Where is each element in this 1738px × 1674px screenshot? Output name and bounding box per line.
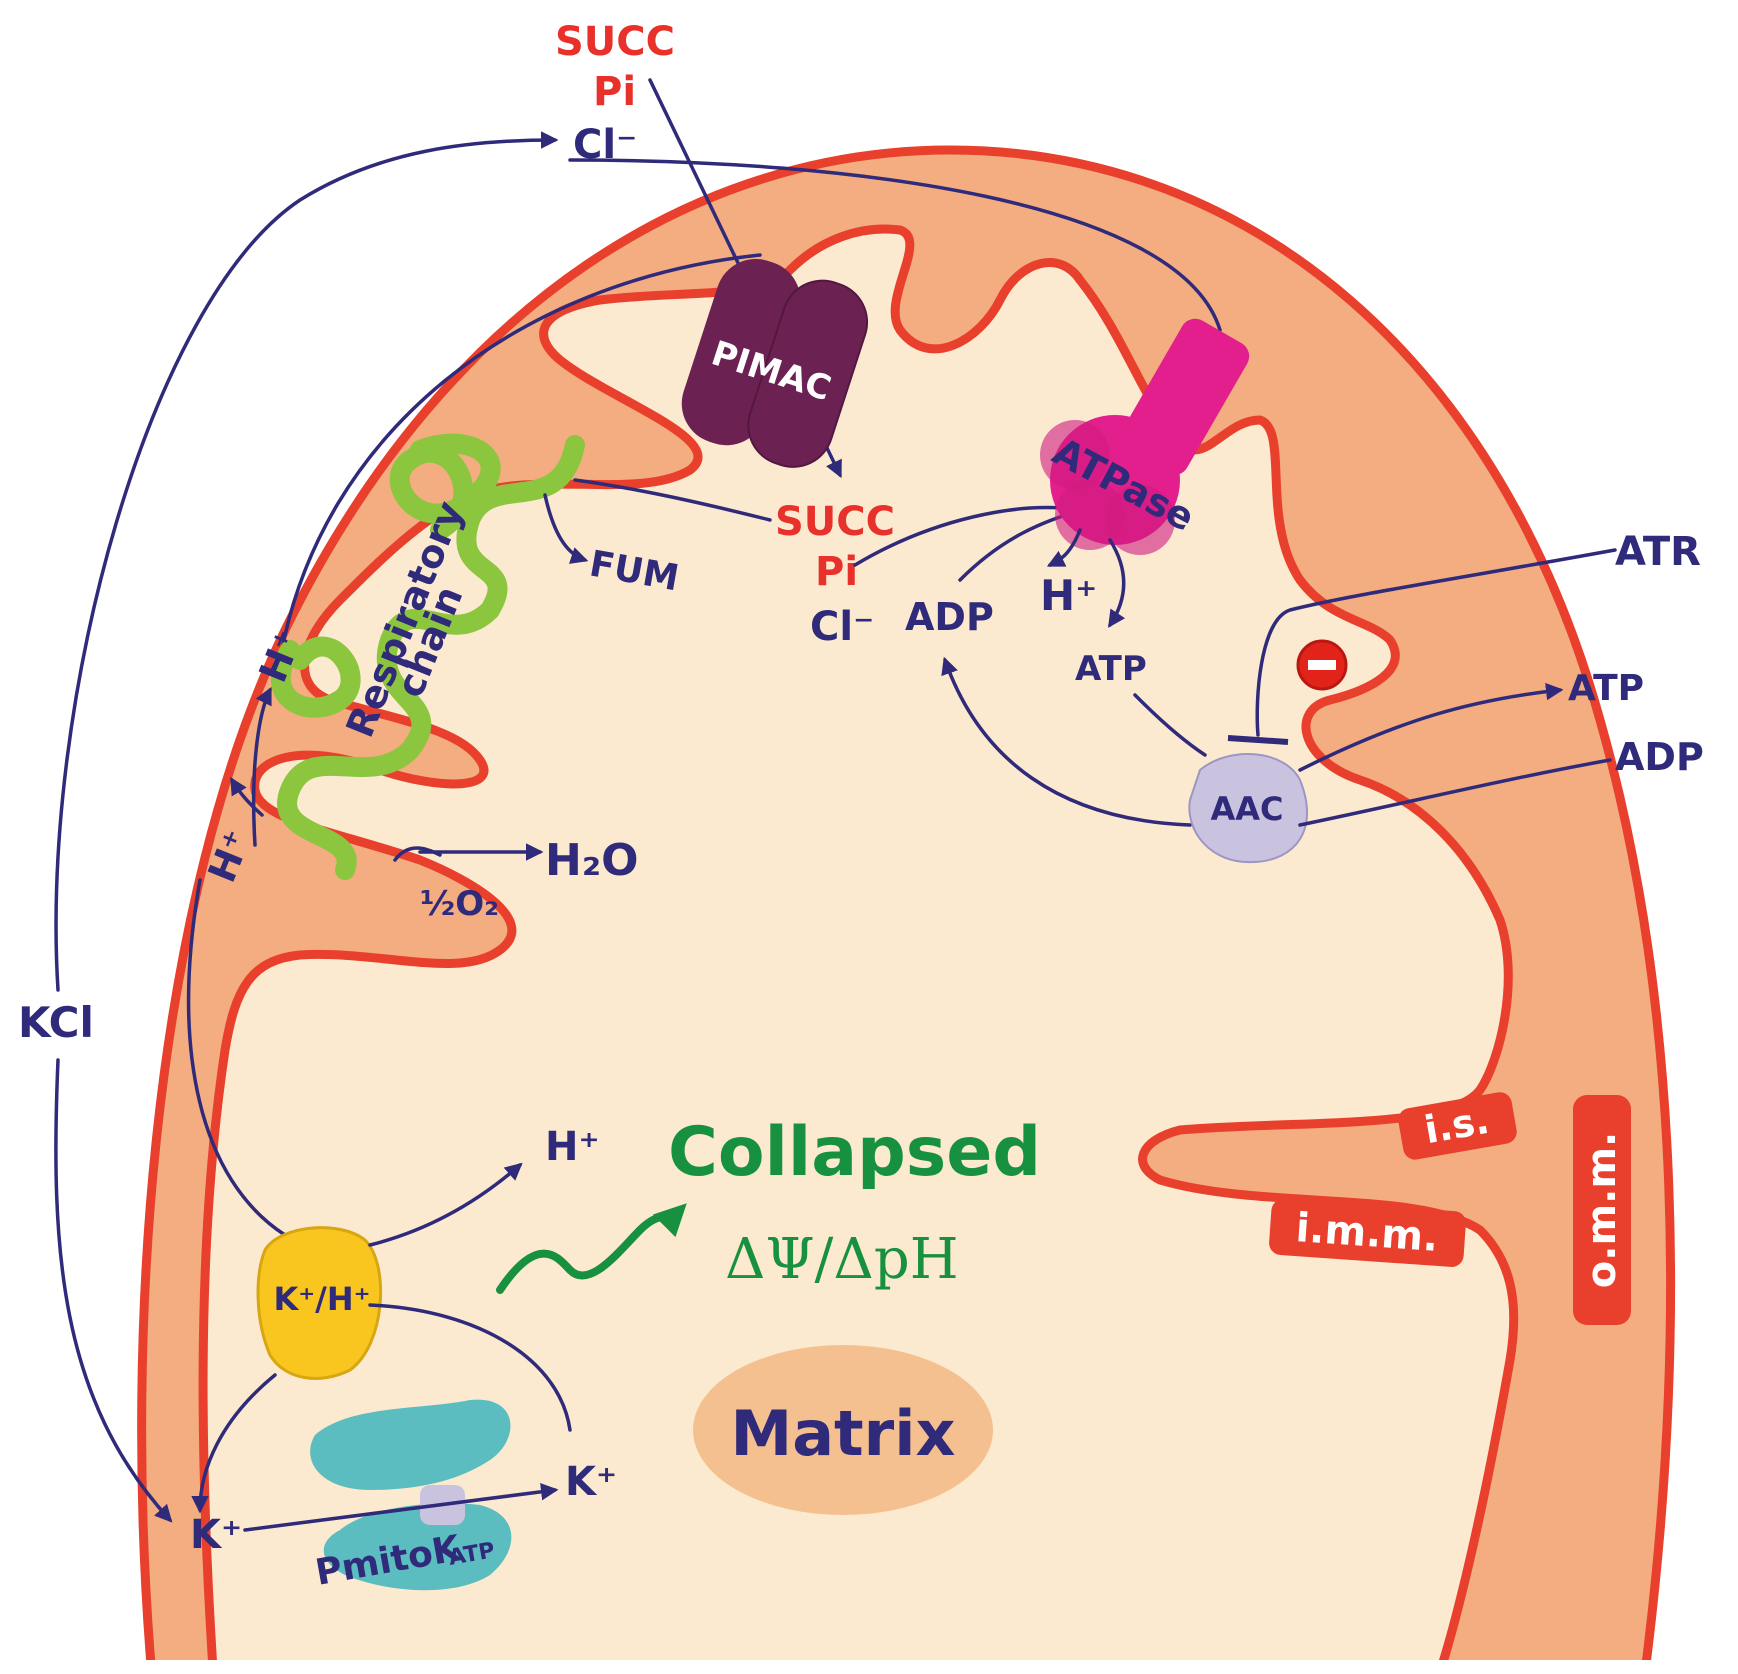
adp-mid-label: ADP [905, 595, 994, 639]
respiratory-chain-loop-2 [270, 636, 361, 718]
imm-badge: i.m.m. [1269, 1199, 1466, 1267]
h-collapse-label: H⁺ [545, 1124, 600, 1170]
cl-loop-line [568, 158, 1222, 332]
omm-badge: o.m.m. [1573, 1095, 1631, 1325]
h-collapse-arrow [368, 1162, 523, 1247]
inhibition-bar [1227, 735, 1289, 745]
fum-arrow [543, 493, 589, 564]
kh-label: K⁺/H⁺ [273, 1280, 370, 1318]
kh-left-loop [186, 878, 287, 1237]
h-atpase-arrow [1046, 528, 1082, 567]
h2o-label: H₂O [545, 835, 639, 886]
cl-mid-label: Cl⁻ [810, 604, 874, 650]
atr-inhibition-line [1255, 548, 1617, 737]
pimac-transporter: PIMAC [681, 259, 869, 468]
k-right-label: K⁺ [565, 1459, 617, 1505]
aac-label: AAC [1210, 790, 1283, 828]
minus-circle-icon [1296, 639, 1348, 691]
aac-transporter: AAC [1188, 753, 1309, 864]
respiratory-chain-loop [389, 433, 501, 540]
kcl-pathway: KCl [18, 131, 559, 1523]
kcl-label: KCl [18, 998, 94, 1047]
k-bottom-label: K⁺ [190, 1512, 242, 1558]
atp-to-aac-line [1133, 693, 1207, 757]
matrix-label: Matrix [731, 1397, 956, 1470]
atp-synthesis-arrow [1108, 538, 1126, 628]
succ-to-chain-line [573, 478, 772, 522]
matrix-badge: Matrix [693, 1345, 993, 1515]
respiratory-chain [277, 435, 585, 880]
o2-label: ½O₂ [420, 884, 499, 924]
succ-mid-label: SUCC [775, 499, 895, 545]
k-transport-arrow [243, 1482, 559, 1532]
imm-label: i.m.m. [1294, 1205, 1440, 1261]
h-left-lower-arrow [230, 776, 264, 817]
inner-loop-line [278, 253, 762, 662]
is-badge: i.s. [1398, 1092, 1517, 1160]
pi-top-label: Pi [593, 69, 636, 115]
atp-export-arrow [1298, 682, 1564, 772]
collapsed-label: Collapsed [668, 1113, 1041, 1192]
h-left-upper-arrow [251, 686, 272, 847]
omm-label: o.m.m. [1579, 1132, 1625, 1288]
aac-adp-arrow [941, 656, 1192, 827]
adp-right-label: ADP [1615, 735, 1704, 779]
kh-exchanger: K⁺/H⁺ [256, 1226, 383, 1380]
h-atpase-label: H⁺ [1040, 571, 1097, 620]
collapse-arrow [496, 1203, 687, 1294]
atpase-complex: ATPase [1040, 318, 1250, 555]
succ-top-label: SUCC [555, 19, 675, 65]
atp-right-label: ATP [1568, 668, 1644, 709]
atp-mid-label: ATP [1075, 649, 1147, 689]
kh-right-loop [368, 1303, 572, 1432]
atr-label: ATR [1615, 529, 1701, 575]
pi-mid-label: Pi [815, 549, 858, 595]
kh-to-k-arrow [191, 1373, 277, 1514]
adp-import-line [1298, 758, 1612, 827]
delta-label: ΔΨ/ΔpH [725, 1227, 959, 1292]
